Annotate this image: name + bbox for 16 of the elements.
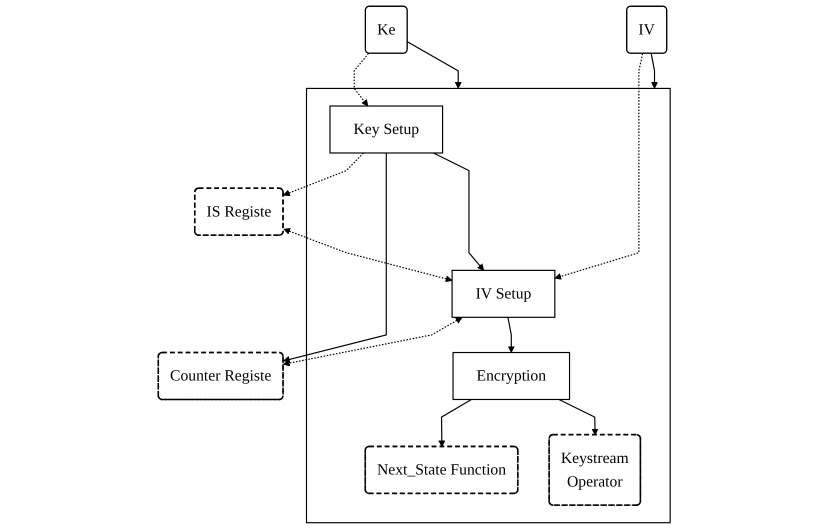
node-box [452, 270, 556, 318]
arrow [438, 398, 472, 448]
arrow [650, 53, 658, 89]
arrow [434, 152, 484, 271]
arrow [407, 41, 462, 89]
arrow [554, 53, 644, 280]
arrow [354, 53, 370, 106]
arrow [283, 317, 463, 366]
arrow [559, 398, 599, 436]
node-box [452, 352, 570, 400]
arrow [508, 317, 516, 353]
node-box [330, 105, 444, 154]
arrow [283, 152, 364, 196]
arrow [284, 228, 453, 282]
cluster [306, 88, 672, 524]
arrow [283, 152, 388, 363]
